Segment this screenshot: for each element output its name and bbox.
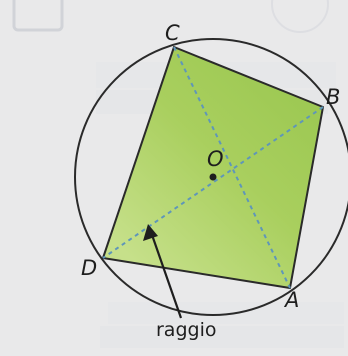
radius-caption: raggio — [156, 319, 216, 341]
vertex-label-d: D — [81, 256, 97, 280]
center-label-o: O — [207, 147, 224, 171]
vertex-label-a: A — [283, 288, 299, 312]
vertex-label-b: B — [326, 85, 340, 109]
background-text-strip — [108, 302, 344, 324]
circumscribed-circle — [74, 38, 348, 316]
background-circle-shape — [271, 0, 329, 33]
center-point — [209, 173, 217, 181]
background-frame-shape — [12, 0, 64, 32]
radius-pointer-arrowhead — [143, 224, 158, 241]
background-text-strip — [100, 326, 344, 348]
vertex-label-c: C — [165, 21, 180, 45]
radius-pointer-arrow — [149, 231, 183, 319]
